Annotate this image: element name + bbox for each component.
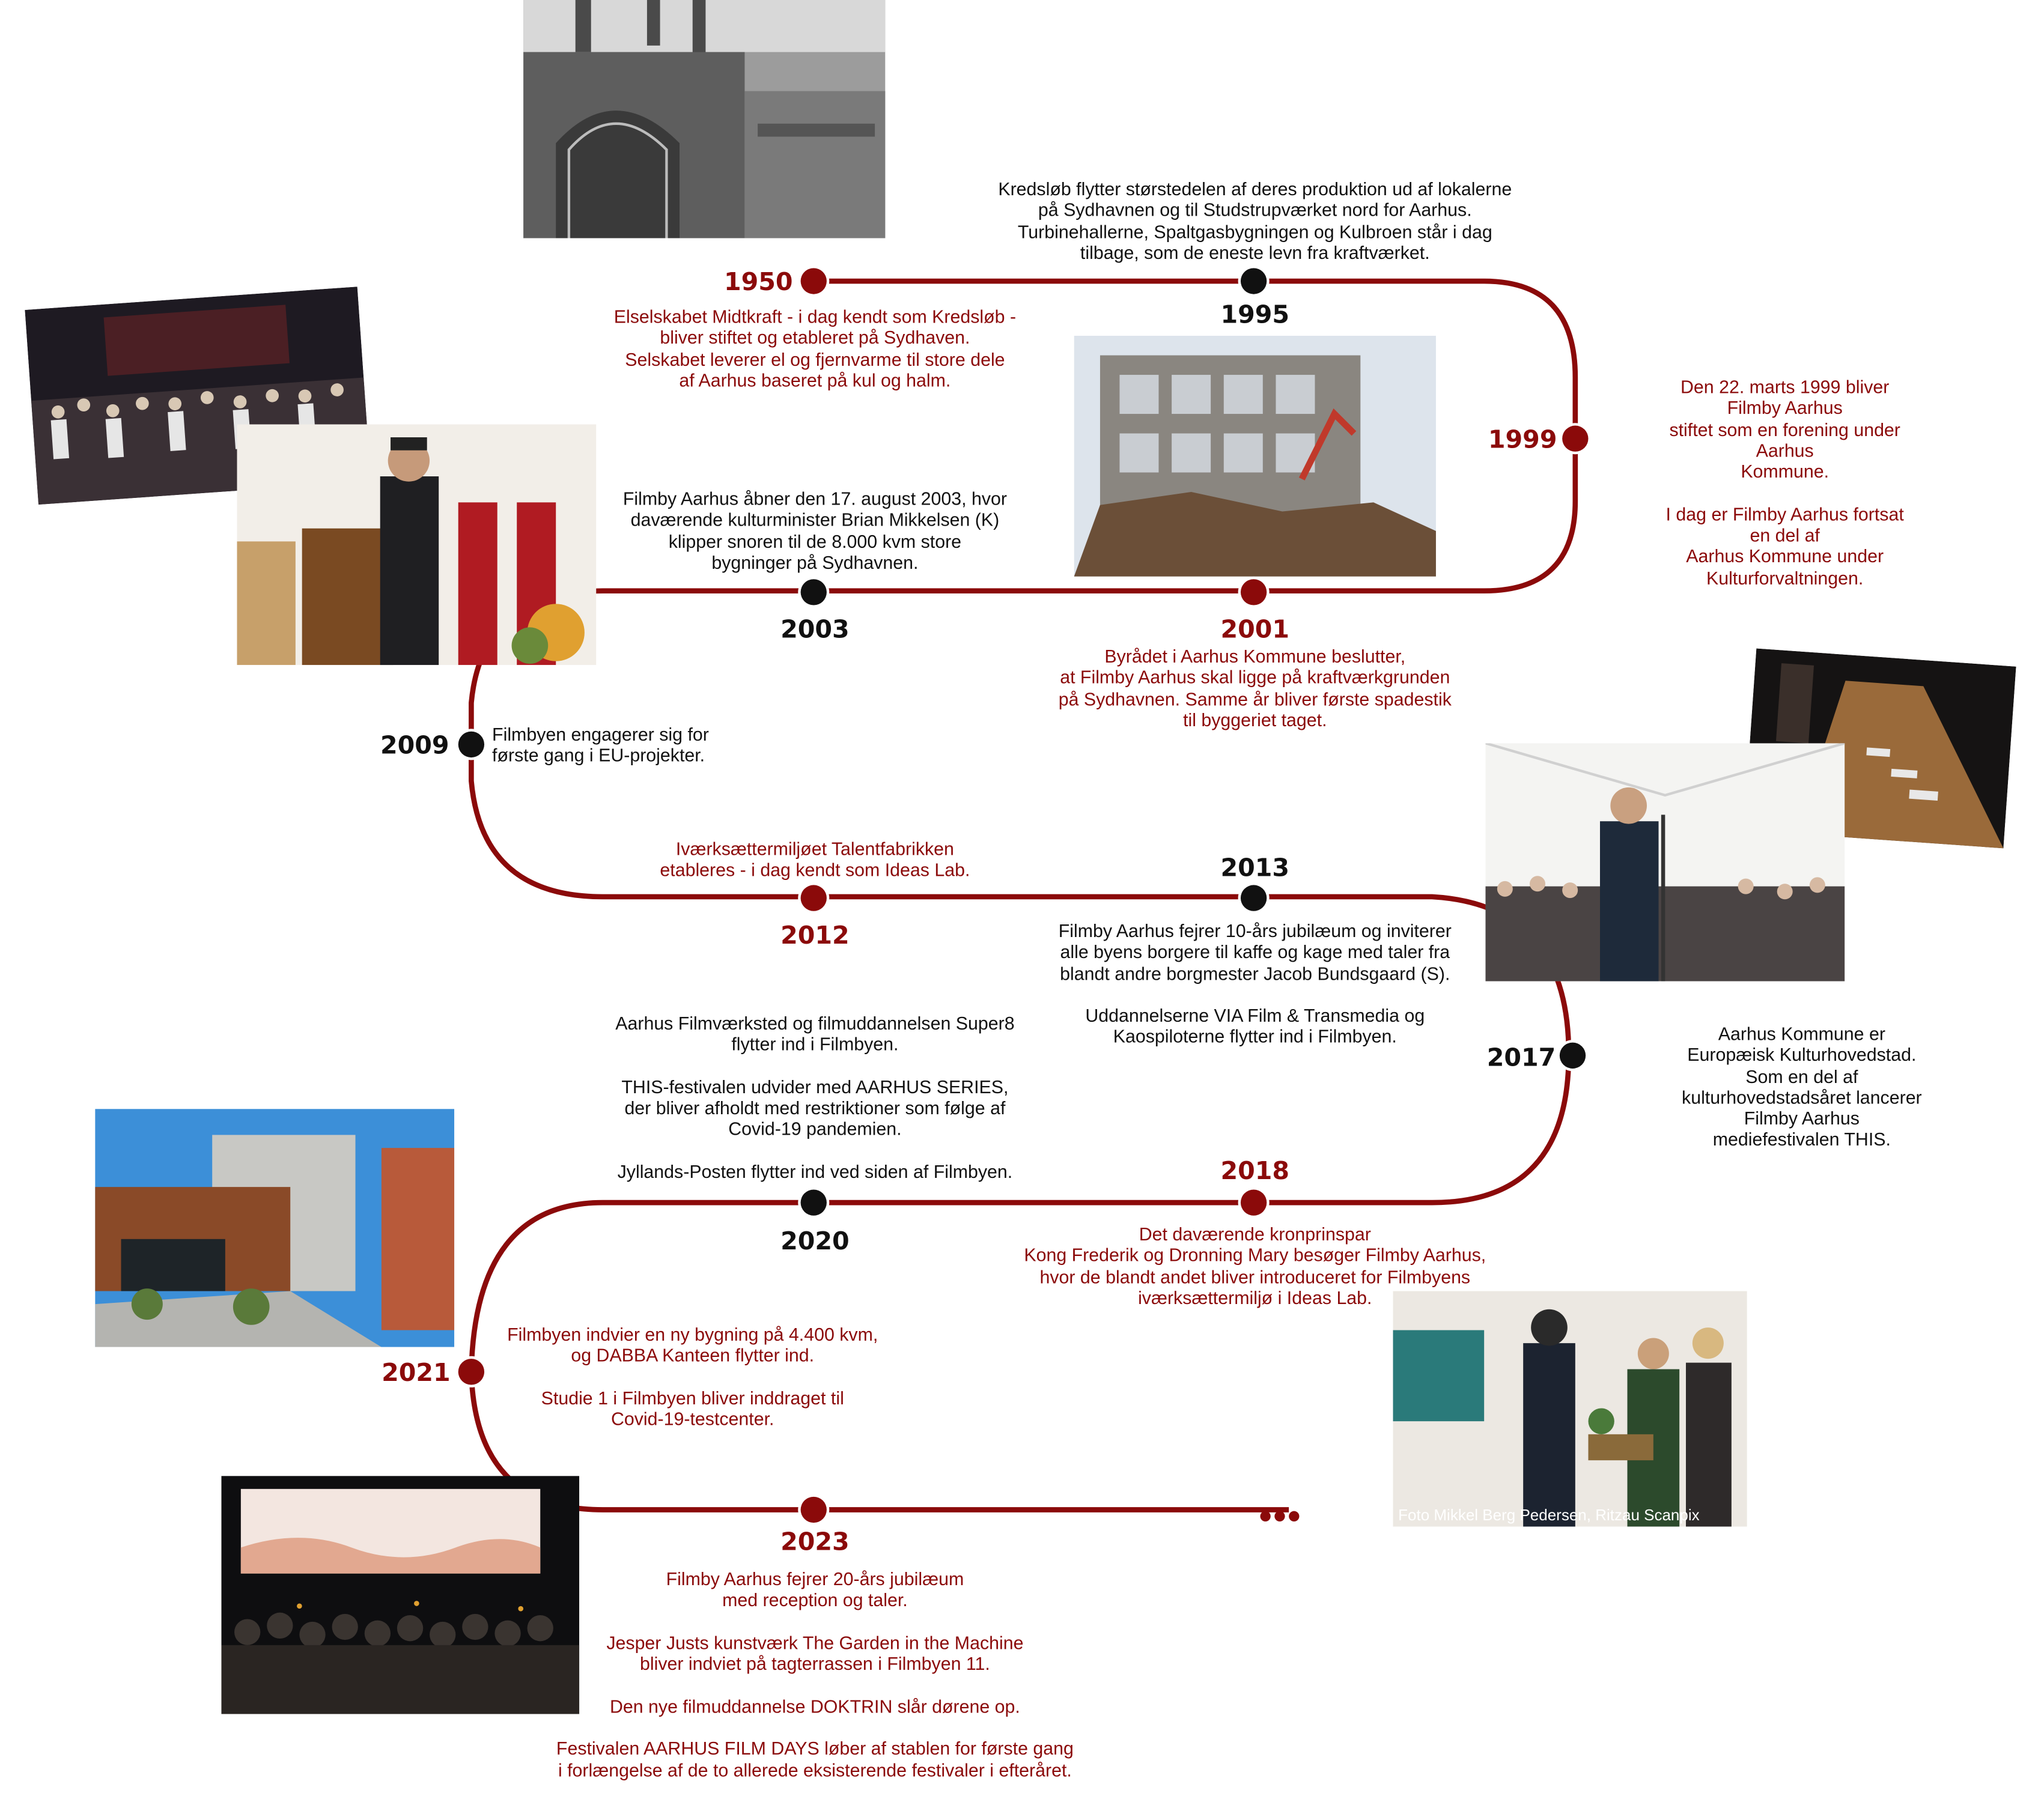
event-text-2003: Filmby Aarhus åbner den 17. august 2003,… [622, 488, 1007, 573]
event-text-2017: Aarhus Kommune er Europæisk Kulturhoveds… [1682, 1023, 1922, 1150]
year-1950: 1950 [723, 268, 793, 297]
event-text-2009: Filmbyen engagerer sig for første gang i… [492, 723, 709, 766]
marker-1995 [1240, 268, 1267, 294]
year-2012: 2012 [780, 921, 850, 950]
photo-minister-speech [237, 424, 597, 666]
year-2001: 2001 [1220, 615, 1290, 645]
marker-2017 [1559, 1042, 1586, 1069]
event-text-1950: Elselskabet Midtkraft - i dag kendt som … [613, 306, 1017, 390]
year-2003: 2003 [780, 615, 850, 645]
year-2013: 2013 [1220, 854, 1290, 883]
year-2009: 2009 [380, 731, 449, 760]
marker-2013 [1240, 885, 1267, 911]
photo-jubilee-reception [221, 1476, 580, 1714]
marker-2018 [1240, 1189, 1267, 1216]
marker-2020 [800, 1189, 827, 1216]
event-text-1999: Den 22. marts 1999 bliver Filmby Aarhus … [1665, 376, 1904, 588]
photo-new-building [95, 1109, 455, 1347]
event-text-2018: Det daværende kronprinspar Kong Frederik… [1024, 1223, 1486, 1308]
event-text-2012: Iværksættermiljøet Talentfabrikken etabl… [660, 838, 970, 881]
photo-power-plant [523, 0, 886, 238]
year-2023: 2023 [780, 1527, 850, 1557]
photo-credit: Foto Mikkel Berg Pedersen, Ritzau Scanpi… [1398, 1505, 1700, 1524]
event-text-2021: Filmbyen indvier en ny bygning på 4.400 … [507, 1323, 878, 1430]
marker-2021 [458, 1359, 485, 1385]
marker-1999 [1562, 425, 1589, 452]
year-2017: 2017 [1486, 1043, 1556, 1073]
event-text-2020: Aarhus Filmværksted og filmuddannelsen S… [615, 1012, 1015, 1182]
event-text-1995: Kredsløb flytter størstedelen af deres p… [998, 178, 1512, 263]
marker-2003 [800, 579, 827, 605]
continuation-dots [1260, 1505, 1303, 1528]
marker-2012 [800, 885, 827, 911]
year-2018: 2018 [1220, 1157, 1290, 1186]
year-1999: 1999 [1488, 425, 1557, 455]
photo-demolition [1074, 336, 1436, 577]
event-text-2001: Byrådet i Aarhus Kommune beslutter, at F… [1058, 645, 1452, 730]
marker-2009 [458, 731, 485, 758]
year-2021: 2021 [382, 1359, 451, 1388]
marker-1950 [800, 268, 827, 294]
photo-royal-visit: Foto Mikkel Berg Pedersen, Ritzau Scanpi… [1393, 1291, 1747, 1527]
marker-2001 [1240, 579, 1267, 605]
event-text-2023: Filmby Aarhus fejrer 20-års jubilæum med… [556, 1568, 1074, 1780]
photo-anniversary-speech [1485, 743, 1845, 981]
marker-2023 [800, 1496, 827, 1523]
event-text-2013: Filmby Aarhus fejrer 10-års jubilæum og … [1058, 920, 1452, 1048]
year-1995: 1995 [1220, 300, 1290, 330]
year-2020: 2020 [780, 1227, 850, 1256]
